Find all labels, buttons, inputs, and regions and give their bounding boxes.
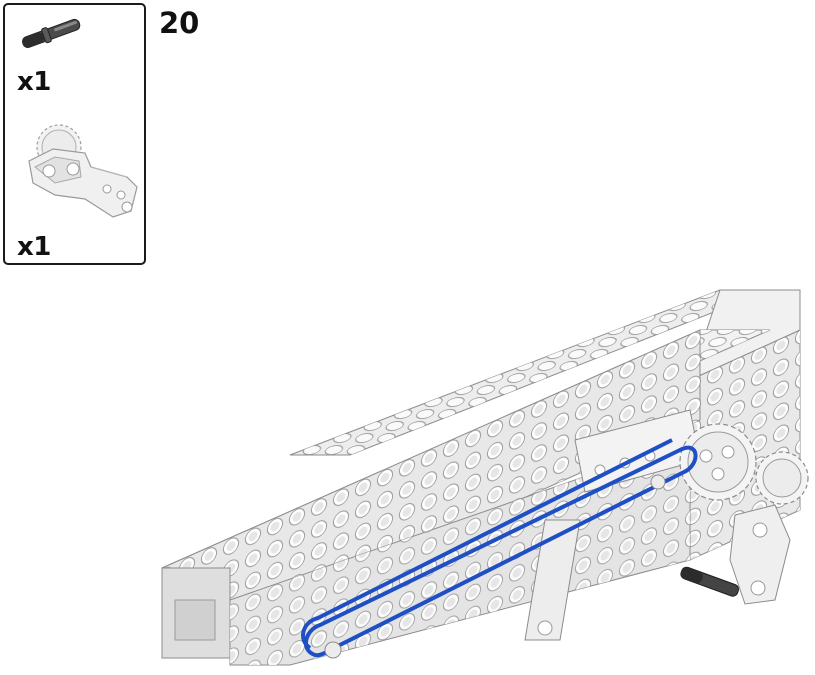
front-beam (161, 329, 771, 659)
part-quantity: x1 (17, 232, 51, 262)
parts-callout-box: x1 x1 (3, 3, 146, 265)
step-number: 20 (159, 6, 200, 40)
gear-bracket (729, 504, 791, 605)
large-gear (679, 423, 757, 501)
axle-pin (680, 566, 740, 597)
small-gear (755, 451, 809, 505)
drive-belt (301, 438, 698, 659)
axle-pin-icon (22, 18, 81, 48)
gear-bracket-icon (28, 124, 138, 218)
support-leg (524, 519, 581, 641)
part-quantity: x1 (17, 67, 51, 97)
